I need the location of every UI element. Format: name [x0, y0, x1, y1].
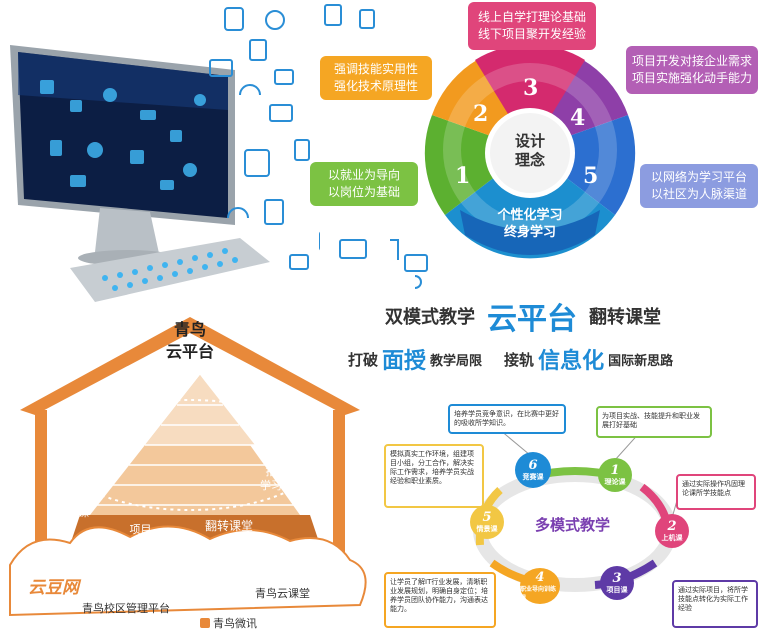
cycle-node-4-num: 4 [535, 569, 545, 585]
cycle-node-3-num: 3 [612, 570, 622, 586]
computer-illustration [0, 0, 335, 320]
callout-1: 以就业为导向 以岗位为基础 [310, 162, 418, 206]
wheel-number-2: 2 [473, 101, 489, 127]
house-diagram: 青鸟 云平台 体验 训练课 理论课 毕业 设计课 上机课 阶段 项目课 指导 学… [0, 315, 380, 631]
callout-5-line1: 以网络为学习平台 [650, 170, 747, 184]
callout-3-line2: 线下项目聚开发经验 [477, 27, 586, 41]
cycle-node-2-label: 上机课 [661, 533, 683, 542]
weixin-label: 青鸟微讯 [200, 615, 257, 631]
house-title-line2: 云平台 [165, 342, 214, 361]
weixin-icon [200, 618, 210, 628]
banner-big: 云平台 [487, 302, 577, 337]
platform-left: 青鸟校区管理平台 [82, 602, 170, 615]
platform-right: 青鸟云课堂 [255, 587, 310, 600]
cycle-node-1-num: 1 [610, 462, 620, 478]
label-biye-line1: 毕业 [65, 419, 88, 432]
label-xiangmu-line2: 案例课 [124, 537, 157, 550]
wheel-band-line1: 个性化学习 [497, 208, 563, 223]
cycle-node-4: 4 职业导向训练课 [520, 568, 560, 604]
cycle-node-5: 5 情景课 [470, 505, 504, 539]
wheel-number-1: 1 [455, 163, 471, 189]
cycle-node-2-num: 2 [667, 518, 677, 534]
wheel-number-3: 3 [523, 75, 539, 101]
wheel-band-text: 个性化学习 终身学习 [480, 207, 580, 241]
callout-2-line1: 强调技能实用性 [333, 62, 418, 76]
cycle-center: 多模式教学 [535, 516, 611, 534]
note-bottom-left: 让学员了解IT行业发展，清晰职业发展规划，明确自身定位；培养学员团队协作能力，沟… [384, 572, 496, 628]
note-right: 通过实际操作巩固理论课所学技能点 [676, 474, 756, 510]
wheel-band-line2: 终身学习 [503, 225, 556, 240]
wheel-center-line2: 理念 [514, 151, 545, 169]
callout-5: 以网络为学习平台 以社区为人脉渠道 [640, 164, 758, 208]
cycle-node-5-num: 5 [482, 509, 492, 525]
callout-1-line1: 以就业为导向 [327, 168, 400, 182]
cycle-node-3: 3 项目课 [600, 566, 634, 600]
note-top-left: 培养学员竞争意识，在比赛中更好的吸收所学知识。 [448, 404, 566, 434]
wheel-number-4: 4 [570, 105, 586, 131]
callout-4-line2: 项目实施强化动手能力 [632, 71, 753, 85]
callout-4-line1: 项目开发对接企业需求 [632, 54, 753, 68]
banner-d: 接轨 [504, 350, 535, 369]
banner-c: 教学局限 [430, 353, 483, 369]
floating-icons [320, 0, 430, 300]
cycle-node-5-label: 情景课 [476, 524, 498, 533]
label-zhidao-line2: 学习课 [260, 479, 293, 492]
banner-post: 翻转课堂 [589, 307, 661, 328]
wheel-center-line1: 设计 [514, 132, 545, 150]
weixin-text: 青鸟微讯 [213, 617, 257, 630]
banner-a: 打破 [348, 350, 379, 369]
callout-4: 项目开发对接企业需求 项目实施强化动手能力 [626, 46, 758, 94]
cycle-node-2: 2 上机课 [655, 514, 689, 548]
label-lilun: 理论课 [236, 389, 269, 402]
label-tiyan-line1: 体验 [113, 383, 136, 396]
banner-e: 信息化 [538, 348, 605, 374]
house-title: 青鸟 云平台 [150, 319, 230, 363]
label-jieduan: 阶段 项目课 [56, 492, 89, 520]
cycle-node-6-num: 6 [528, 457, 538, 473]
label-jieduan-line2: 项目课 [56, 506, 89, 519]
banner-pre: 双模式教学 [385, 307, 475, 328]
label-zhidao: 指导 学习课 [260, 465, 293, 493]
wheel-center-text: 设计 理念 [500, 132, 560, 170]
banner-f: 国际新思路 [608, 353, 674, 369]
callout-3-line1: 线上自学打理论基础 [477, 10, 586, 24]
label-jieduan-line1: 阶段 [61, 492, 84, 505]
note-top-right: 为项目实战、技能提升和职业发展打好基础 [596, 406, 712, 438]
callout-3: 线上自学打理论基础 线下项目聚开发经验 [468, 2, 596, 50]
callout-2: 强调技能实用性 强化技术原理性 [320, 56, 432, 100]
cycle-node-6: 6 竞赛课 [515, 452, 551, 488]
label-biye: 毕业 设计课 [60, 419, 93, 447]
label-shangji: 上机课 [278, 435, 311, 448]
cycle-node-1-label: 理论课 [604, 477, 626, 486]
cycle-node-4-label: 职业导向训练课 [520, 585, 557, 602]
label-zhidao-line1: 指导 [265, 465, 288, 478]
house-title-line1: 青鸟 [173, 320, 206, 339]
note-left: 模拟真实工作环境，组建项目小组，分工合作，解决实际工作需求，培养学员实战经验和职… [384, 444, 484, 508]
label-xiangmu: 项目 案例课 [124, 523, 157, 551]
label-tiyan: 体验 训练课 [108, 383, 141, 411]
callout-1-line2: 以岗位为基础 [327, 185, 400, 199]
yundou-logo: 云豆网 [28, 578, 79, 598]
label-fanzhuan: 翻转课堂 [205, 519, 254, 533]
label-tiyan-line2: 训练课 [108, 397, 141, 410]
label-biye-line2: 设计课 [60, 433, 93, 446]
cycle-node-1: 1 理论课 [598, 458, 632, 492]
cycle-node-3-label: 项目课 [606, 585, 628, 594]
cycle-node-6-label: 竞赛课 [522, 472, 544, 481]
banner-line1: 双模式教学 云平台 翻转课堂 [385, 296, 757, 337]
label-xiangmu-line1: 项目 [129, 523, 152, 536]
note-bottom-right: 通过实际项目，将所学技能点转化为实际工作经验 [672, 580, 758, 628]
wheel-number-5: 5 [583, 163, 599, 189]
design-wheel: 设计 理念 1 2 3 4 5 个性化学习 终身学习 [415, 35, 645, 265]
callout-2-line2: 强化技术原理性 [333, 79, 418, 93]
banner-b: 面授 [382, 348, 427, 374]
callout-5-line2: 以社区为人脉渠道 [650, 187, 747, 201]
banner-line2: 打破 面授 教学局限 接轨 信息化 国际新思路 [348, 344, 758, 374]
